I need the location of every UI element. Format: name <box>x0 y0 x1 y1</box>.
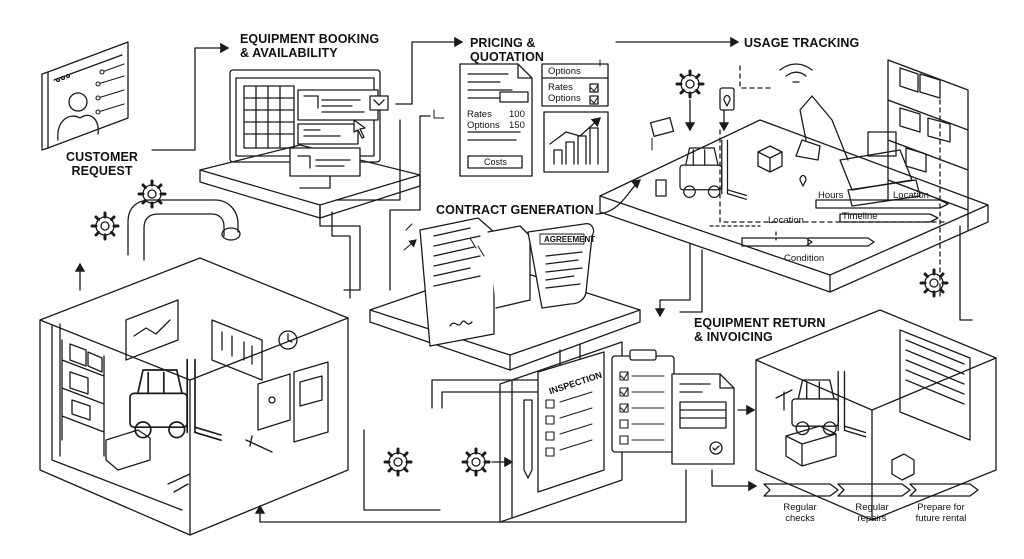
gear-icon <box>461 447 491 477</box>
usage-condition-label: Condition <box>784 253 825 264</box>
flow-arrow-request-to-booking <box>151 42 230 151</box>
location-pin-icon <box>723 94 731 107</box>
pricing-options-value: 150 <box>509 120 525 131</box>
usage-location-right-label: Location <box>893 190 929 201</box>
cursor-icon <box>353 119 366 139</box>
return-warehouse <box>755 309 997 521</box>
stage-label-booking: EQUIPMENT BOOKING & AVAILABILITY <box>240 32 380 60</box>
contract-documents <box>369 217 641 371</box>
booking-workstation <box>199 69 421 219</box>
stage-label-contract: CONTRACT GENERATION <box>436 203 594 217</box>
inspection-panel <box>499 341 623 523</box>
stage-label-customer-request: CUSTOMER REQUEST <box>65 150 139 178</box>
maintenance-step-1: Regular checks <box>783 502 817 524</box>
stage-label-return: EQUIPMENT RETURN & INVOICING <box>694 316 826 344</box>
pricing-card-options: Options <box>548 93 581 104</box>
pricing-options-title: Options <box>548 66 581 77</box>
gear-icon <box>90 211 120 241</box>
pricing-documents <box>459 63 609 177</box>
stage-label-pricing: PRICING & QUOTATION <box>470 36 545 64</box>
pricing-rates-value: 100 <box>509 109 525 120</box>
usage-hours-label: Hours <box>818 190 844 201</box>
stage-label-usage: USAGE TRACKING <box>744 36 860 50</box>
wrench-icon <box>775 389 793 411</box>
customer-request-monitor <box>41 41 129 151</box>
return-invoice-documents <box>611 349 735 465</box>
pricing-options-label: Options <box>467 120 500 131</box>
pricing-costs-label: Costs <box>484 157 508 167</box>
pricing-card-rates: Rates <box>548 82 573 93</box>
pricing-rates-label: Rates <box>467 109 492 120</box>
wrench-icon <box>167 473 191 493</box>
agreement-title: AGREEMENT <box>544 235 596 244</box>
wifi-icon <box>779 63 813 83</box>
flow-arrow-booking-to-pricing <box>395 36 464 105</box>
maintenance-step-3: Prepare for future rental <box>915 502 967 524</box>
chart-icon <box>549 117 601 145</box>
flow-pipes <box>319 115 703 409</box>
signature-icon <box>449 320 473 327</box>
maintenance-step-arrows <box>763 483 979 497</box>
gear-icon <box>137 179 167 209</box>
usage-timeline-label: Timeline <box>842 211 878 222</box>
flow-arrow-return-loop <box>254 469 687 523</box>
usage-location-left-label: Location <box>768 215 804 226</box>
checkmark-icon <box>620 371 629 380</box>
maintenance-step-2: Regular repairs <box>855 502 889 524</box>
gear-icon <box>919 268 949 298</box>
gear-icon <box>675 69 705 99</box>
usage-tracking-platform <box>599 59 989 293</box>
maintenance-warehouse <box>39 199 349 536</box>
gear-icon <box>383 447 413 477</box>
